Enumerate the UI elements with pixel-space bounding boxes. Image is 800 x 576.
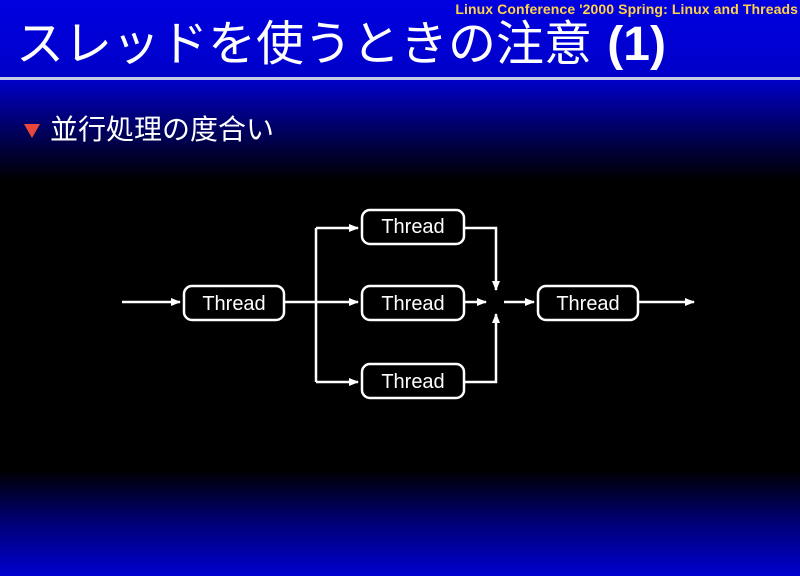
node-thread-1: Thread <box>182 284 286 322</box>
node-thread-2: Thread <box>360 208 466 246</box>
node-label: Thread <box>381 216 444 238</box>
node-thread-5: Thread <box>536 284 640 322</box>
slide-title-number: (1) <box>607 18 666 71</box>
node-label: Thread <box>381 293 444 315</box>
conference-header: Linux Conference '2000 Spring: Linux and… <box>455 1 798 17</box>
slide-title-text: スレッドを使うときの注意 <box>16 16 593 72</box>
node-label: Thread <box>202 293 265 315</box>
triangle-bullet-icon <box>24 124 40 138</box>
node-label: Thread <box>556 293 619 315</box>
slide-title: スレッドを使うときの注意 (1) <box>16 14 666 75</box>
node-thread-3: Thread <box>360 284 466 322</box>
bullet-text: 並行処理の度合い <box>50 113 275 146</box>
edge-n2-join <box>464 226 500 291</box>
bullet-item: 並行処理の度合い <box>24 110 274 150</box>
node-label: Thread <box>381 371 444 393</box>
edge-n4-join <box>464 313 500 384</box>
title-divider <box>0 77 800 80</box>
node-thread-4: Thread <box>360 362 466 400</box>
